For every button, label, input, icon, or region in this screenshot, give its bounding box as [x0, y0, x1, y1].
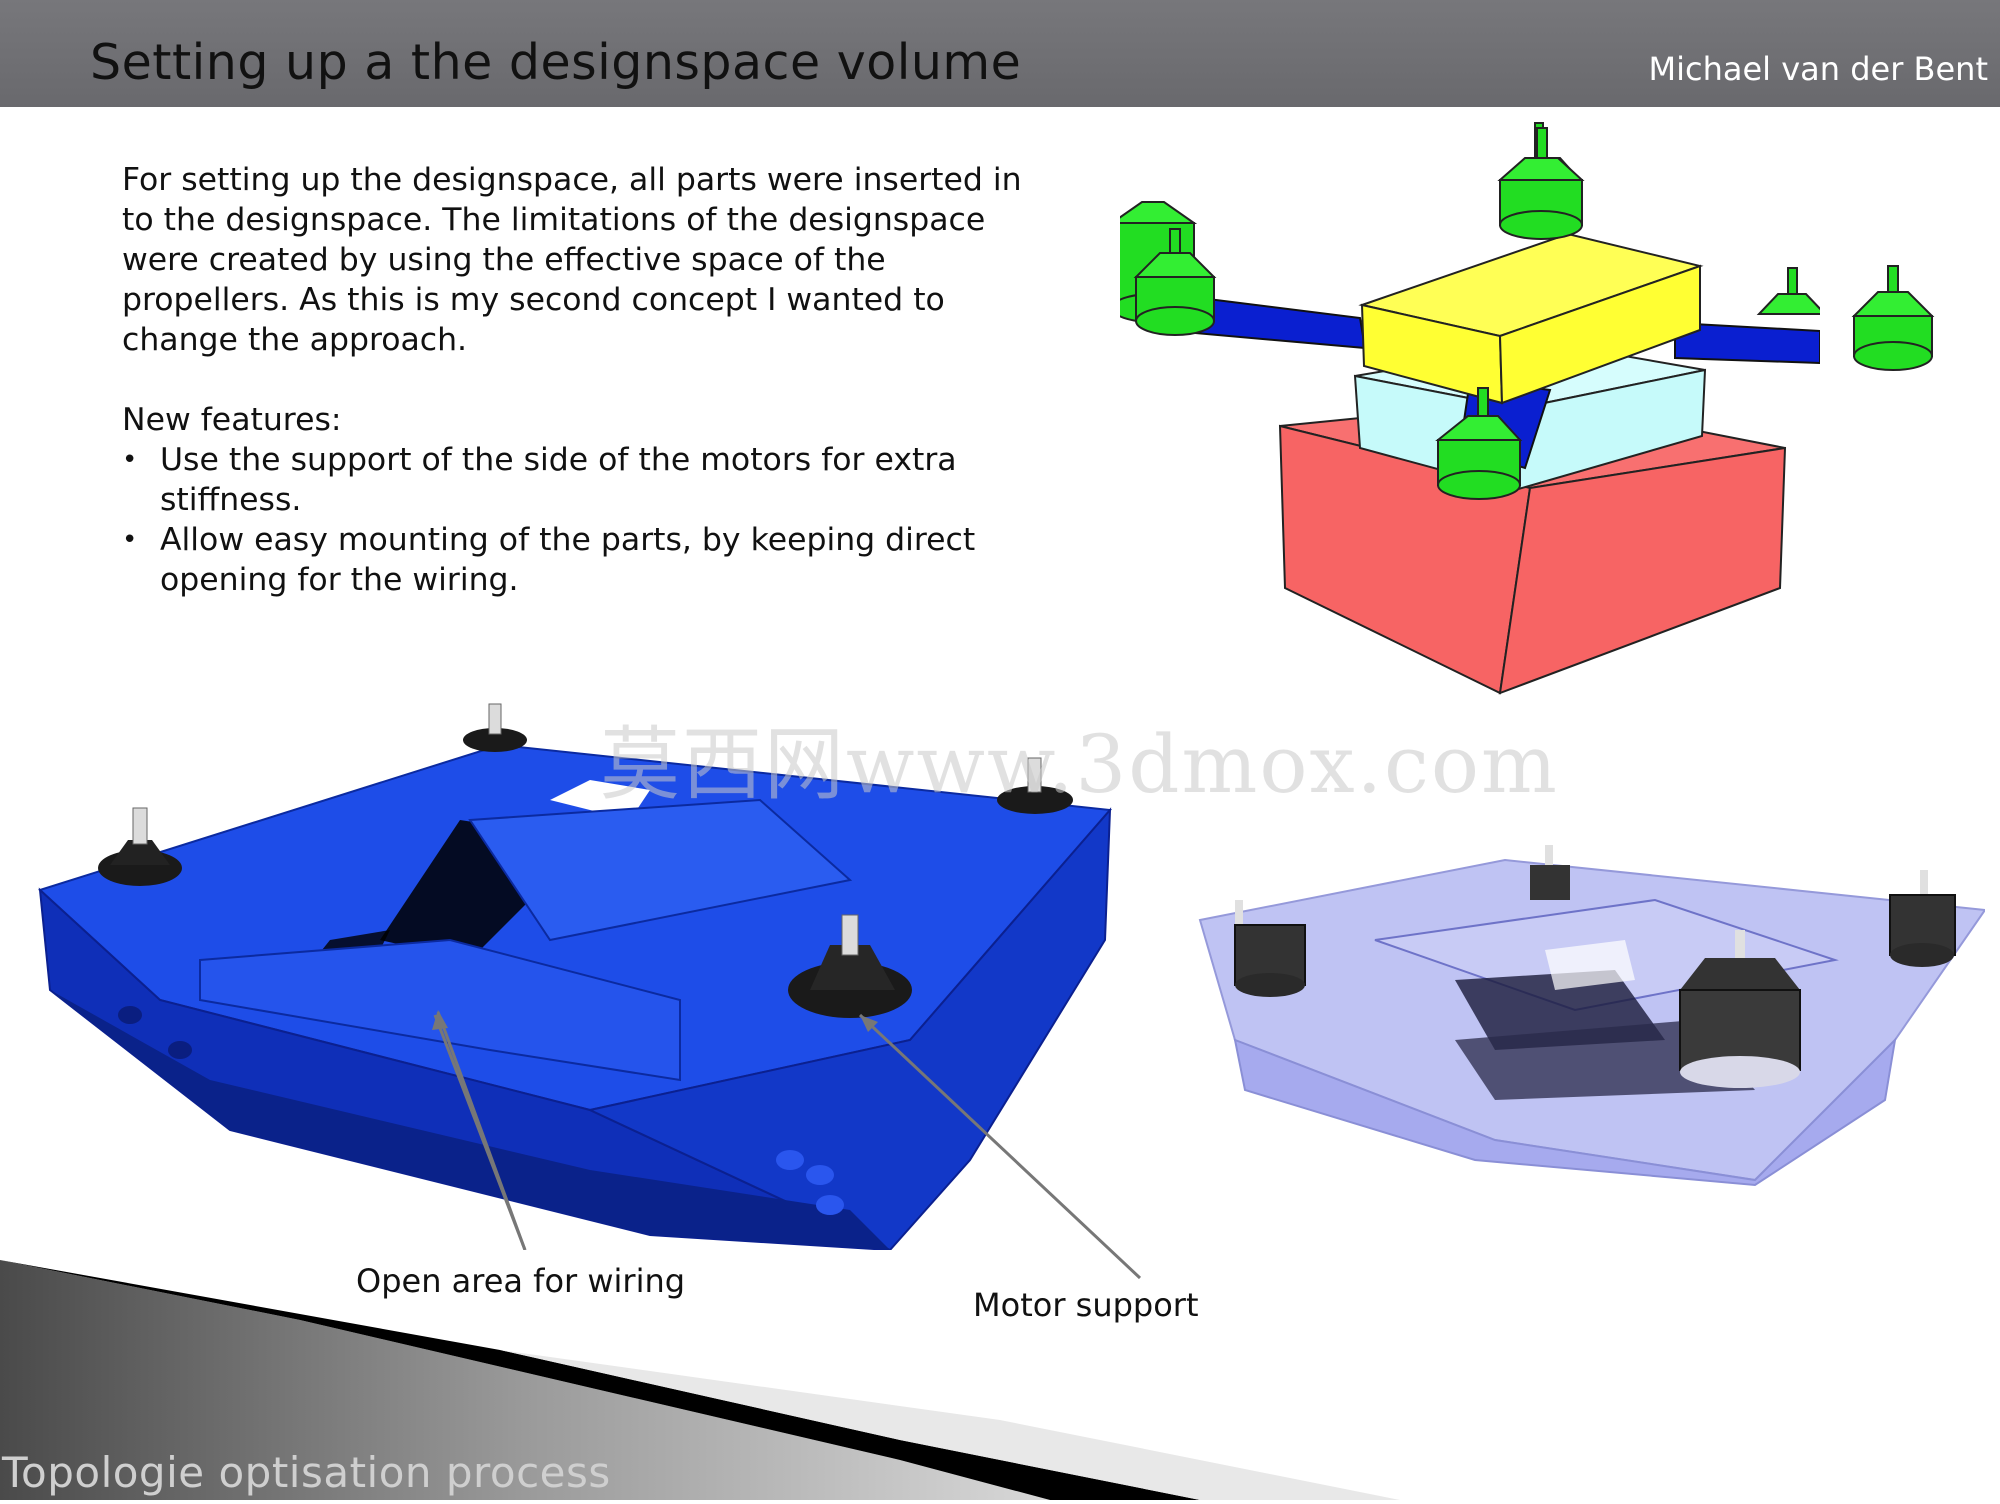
motor-green-left-body — [1128, 225, 1223, 345]
transparent-design-figure — [1195, 840, 1985, 1200]
transparent-motor-left — [1234, 900, 1306, 997]
motor-green-top — [1497, 122, 1585, 240]
motor-mount-right — [997, 757, 1073, 814]
designspace-parts-figure — [1120, 118, 1820, 708]
motor-mount-front — [788, 914, 912, 1018]
motor-mount-back — [463, 703, 527, 752]
motor-green-right — [1756, 267, 1820, 315]
transparent-motor-back — [1530, 845, 1570, 900]
callout-wiring-label: Open area for wiring — [356, 1262, 686, 1300]
footer-title: Topologie optisation process — [2, 1448, 611, 1497]
intro-paragraph: For setting up the designspace, all part… — [122, 162, 1022, 358]
features-heading: New features: — [122, 402, 342, 438]
callout-motor-label: Motor support — [973, 1286, 1199, 1324]
slide-title: Setting up a the designspace volume — [90, 34, 1022, 91]
feature-list: Use the support of the side of the motor… — [122, 440, 1042, 600]
footer-band — [0, 1260, 2000, 1504]
motor-mount-left — [98, 807, 182, 886]
transparent-motor-right — [1889, 870, 1956, 967]
solid-blue-design-figure — [30, 690, 1120, 1250]
list-item: Use the support of the side of the motor… — [122, 440, 1042, 520]
watermark-text: 莫西网www.3dmox.com — [600, 718, 1559, 811]
motor-green-front — [1435, 387, 1523, 500]
body-text: For setting up the designspace, all part… — [122, 160, 1042, 600]
slide-author: Michael van der Bent — [1648, 50, 1988, 88]
transparent-motor-front — [1679, 930, 1801, 1088]
motor-green-right-body — [1850, 262, 1945, 382]
slide-header: Setting up a the designspace volume Mich… — [0, 0, 2000, 107]
list-item: Allow easy mounting of the parts, by kee… — [122, 520, 1042, 600]
